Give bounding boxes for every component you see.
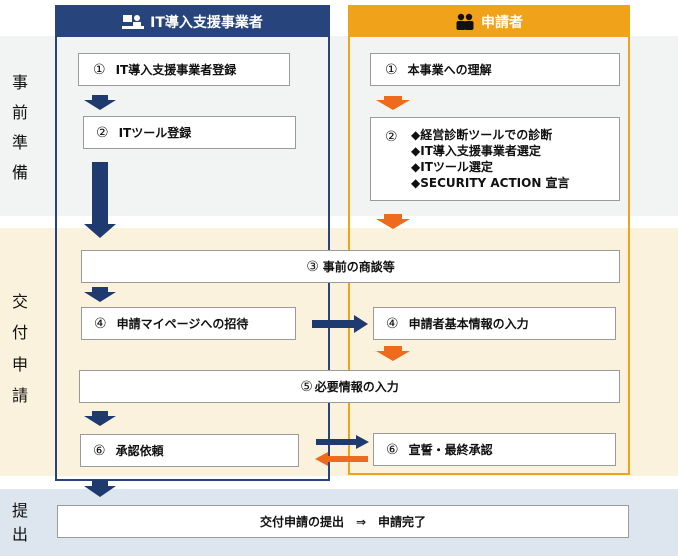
- step-understand-program: ① 本事業への理解: [370, 53, 620, 86]
- step-required-info: ⑤ 必要情報の入力: [79, 370, 620, 403]
- step-number: ⑥: [386, 441, 399, 458]
- band-char: 出: [11, 525, 28, 544]
- step-label: 承認依頼: [115, 444, 164, 458]
- step-number: ①: [385, 61, 398, 78]
- arrow-down: [84, 411, 116, 426]
- step-number: ②: [96, 124, 109, 141]
- band-char: 申: [11, 354, 28, 374]
- prep-item: ◆SECURITY ACTION 宣言: [411, 176, 570, 191]
- step-label: 交付申請の提出 ⇒ 申請完了: [259, 515, 427, 529]
- arrow-left-orange: [315, 452, 368, 466]
- band-char: 請: [11, 386, 28, 406]
- step-mypage-invitation: ④ 申請マイページへの招待: [81, 307, 296, 340]
- step-label: 申請者基本情報の入力: [408, 317, 529, 331]
- step-label: IT導入支援事業者登録: [115, 63, 237, 77]
- applicant-column-title: 申請者: [481, 15, 523, 31]
- step-vendor-registration: ① IT導入支援事業者登録: [78, 53, 290, 86]
- step-submit-application: 交付申請の提出 ⇒ 申請完了: [57, 505, 629, 538]
- arrow-right: [312, 315, 368, 333]
- arrow-down-long: [84, 162, 116, 238]
- step-number: ④: [94, 315, 107, 332]
- step-number: ①: [93, 61, 106, 78]
- prep-item: ◆経営診断ツールでの診断: [411, 127, 553, 142]
- applicant-column-header: 申請者: [350, 7, 628, 37]
- step-label: 事前の商談等: [322, 260, 395, 274]
- band-char: 事: [11, 73, 28, 92]
- arrow-right: [316, 435, 369, 449]
- arrow-down: [84, 95, 116, 110]
- arrow-down: [84, 287, 116, 302]
- vendor-desk-icon: [122, 15, 145, 29]
- arrow-down-orange: [376, 346, 410, 361]
- band-char: 備: [11, 163, 28, 182]
- step-applicant-preparation: ② ◆経営診断ツールでの診断 ◆IT導入支援事業者選定 ◆ITツール選定 ◆SE…: [370, 117, 620, 201]
- band-char: 付: [11, 323, 28, 343]
- arrow-down: [84, 480, 116, 497]
- step-number: ⑥: [93, 442, 106, 459]
- prep-item: ◆ITツール選定: [411, 160, 493, 174]
- people-icon: [456, 13, 474, 30]
- arrow-down-orange: [376, 214, 410, 229]
- vendor-column-title: IT導入支援事業者: [150, 15, 263, 31]
- step-number: ②: [385, 129, 398, 145]
- step-number: ⑤: [300, 378, 313, 395]
- band-submission-label: 提 出: [0, 499, 40, 547]
- step-label: 本事業への理解: [407, 63, 492, 77]
- step-number: ④: [386, 315, 399, 332]
- band-preparation-label: 事 前 準 備: [0, 68, 40, 188]
- step-pledge-final-approval: ⑥ 宣誓・最終承認: [373, 433, 616, 466]
- step-it-tool-registration: ② ITツール登録: [83, 116, 296, 149]
- applicant-column: 申請者: [348, 5, 630, 475]
- step-applicant-basic-info: ④ 申請者基本情報の入力: [373, 307, 616, 340]
- vendor-column-header: IT導入支援事業者: [57, 7, 328, 37]
- step-prior-negotiation: ③ 事前の商談等: [81, 250, 620, 283]
- step-label: 宣誓・最終承認: [408, 443, 493, 457]
- step-label: 申請マイページへの招待: [116, 317, 249, 331]
- band-char: 提: [11, 501, 28, 520]
- band-char: 交: [11, 291, 28, 311]
- arrow-down-orange: [376, 96, 410, 110]
- band-char: 前: [11, 103, 28, 122]
- step-number: ③: [306, 258, 319, 275]
- prep-item: ◆IT導入支援事業者選定: [411, 143, 541, 158]
- step-approval-request: ⑥ 承認依頼: [80, 434, 299, 467]
- band-grant-label: 交 付 申 請: [0, 286, 40, 412]
- vendor-column: IT導入支援事業者: [55, 5, 330, 481]
- band-char: 準: [11, 133, 28, 152]
- step-label: 必要情報の入力: [314, 380, 399, 394]
- step-label: ITツール登録: [118, 126, 192, 140]
